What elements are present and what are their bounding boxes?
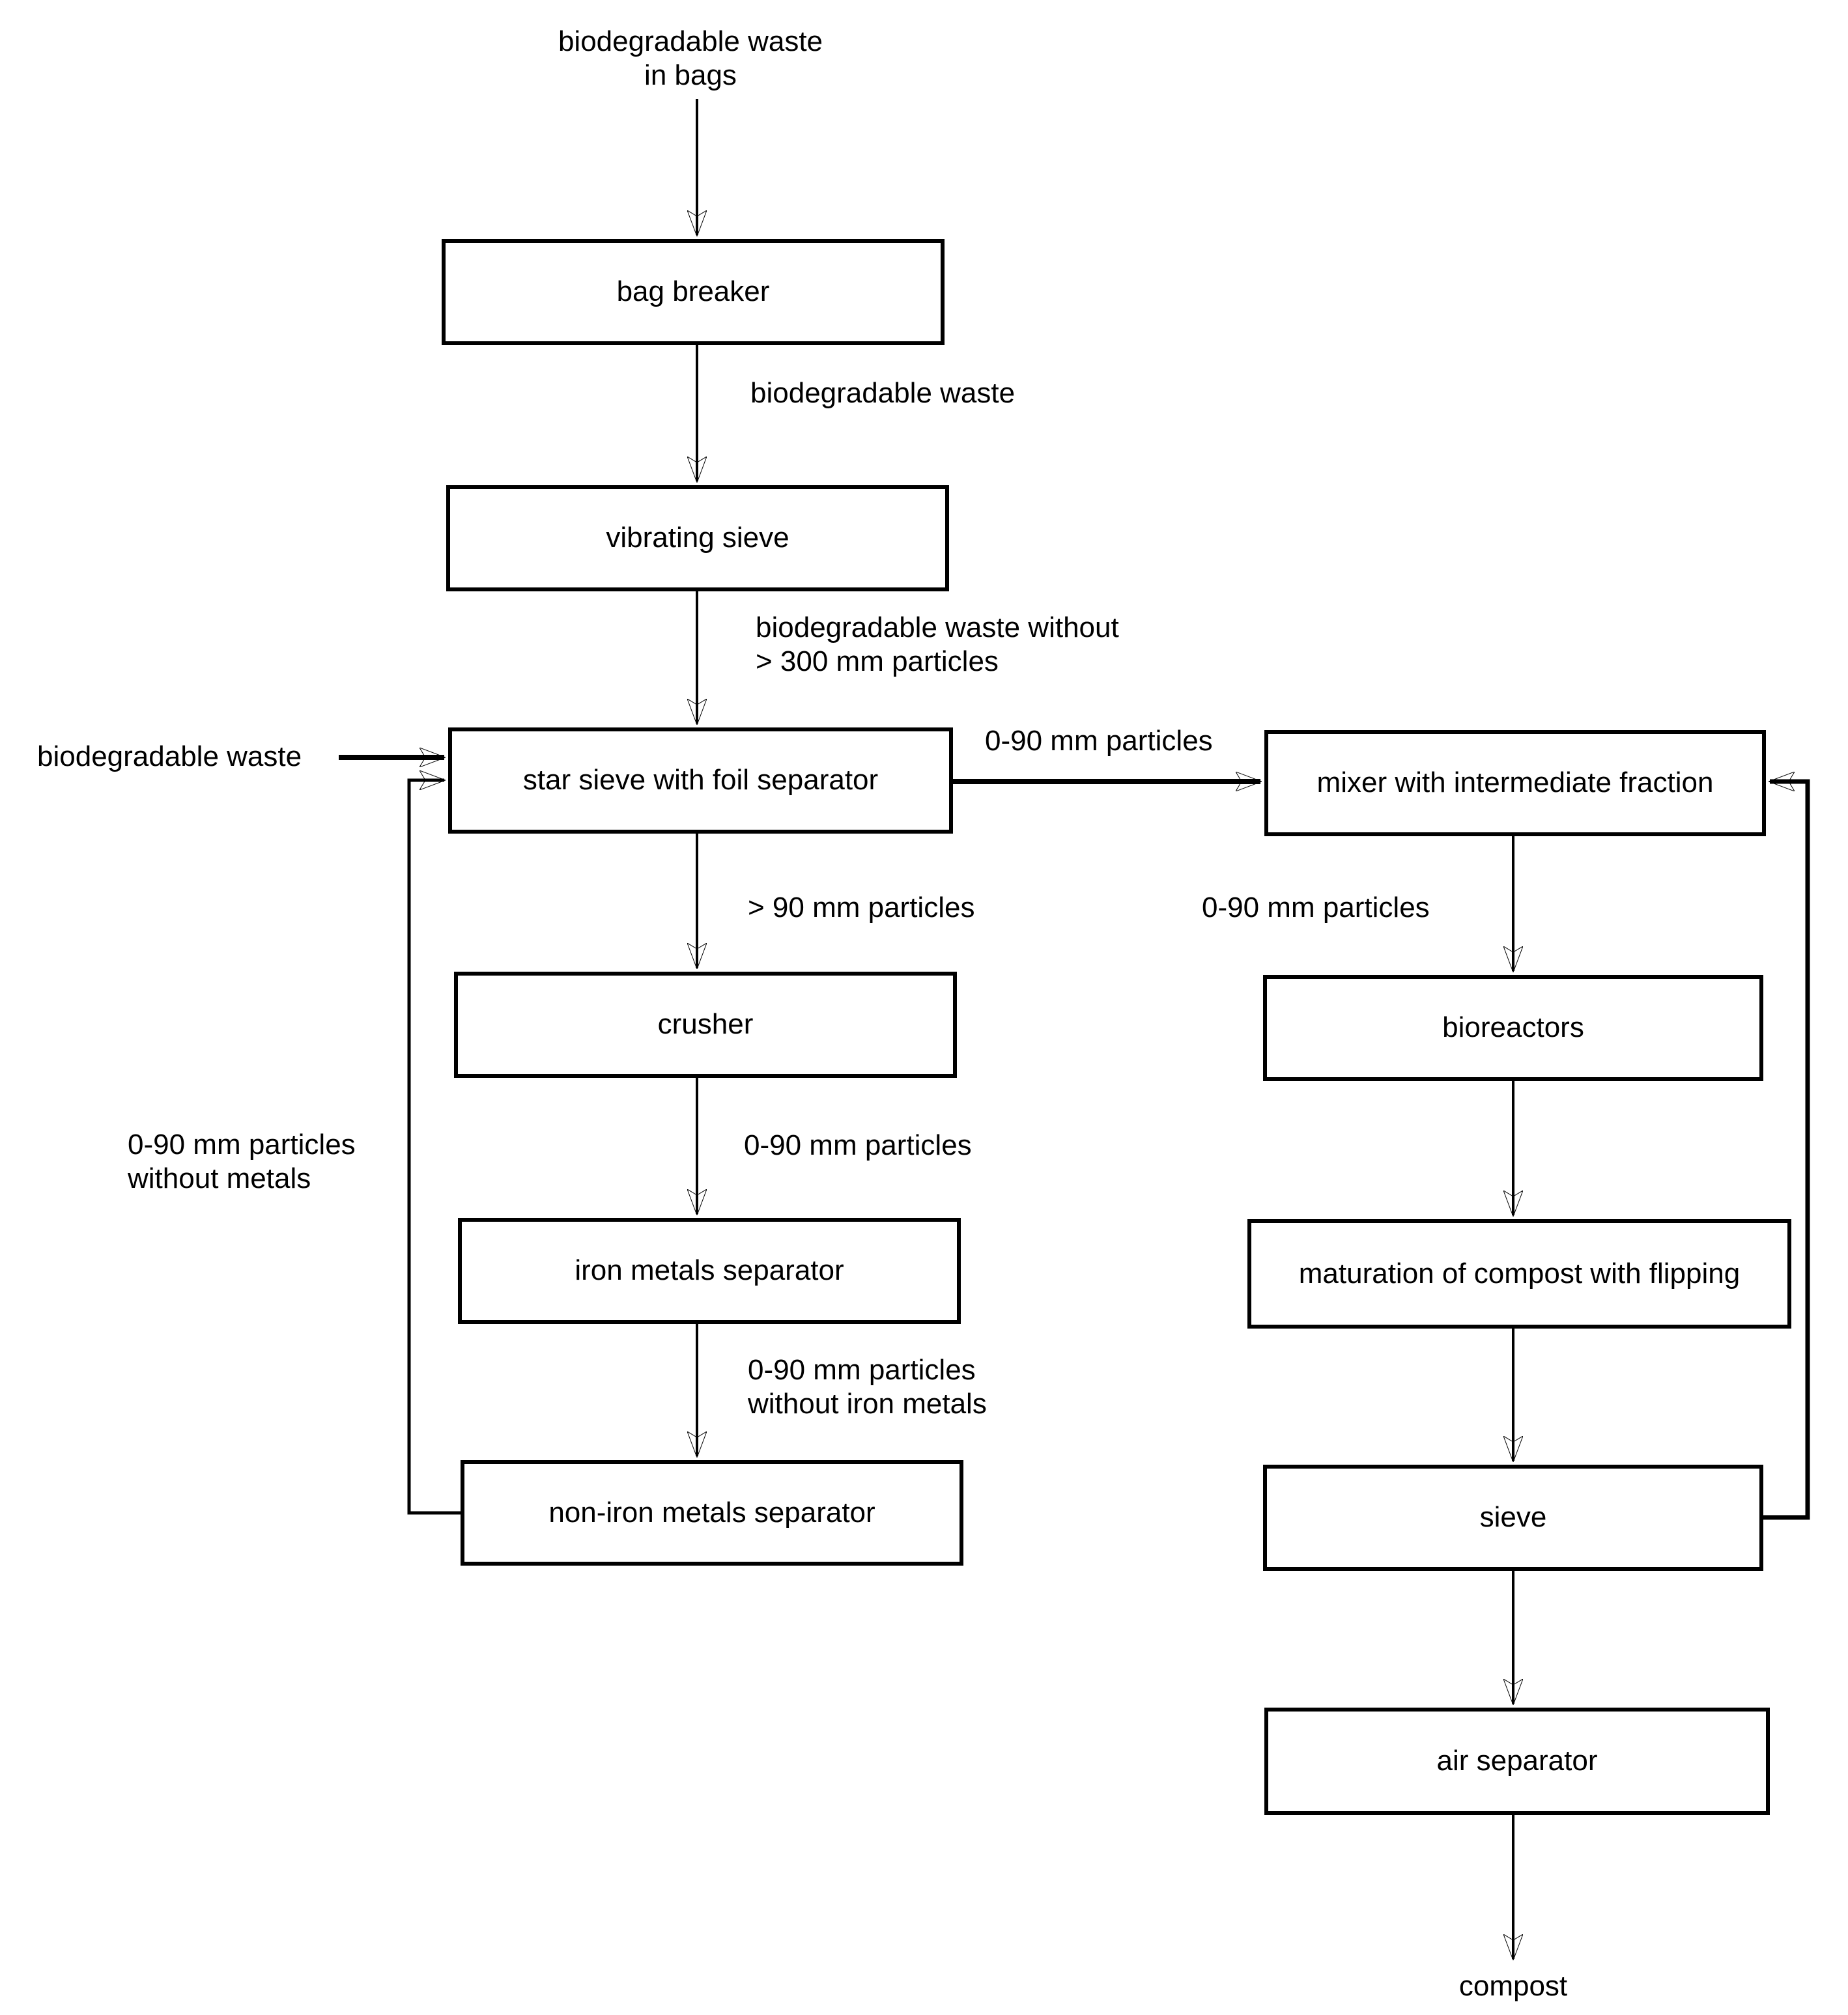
node-star-sieve: star sieve with foil separator <box>448 727 953 834</box>
label-output-compost: compost <box>1458 1970 1568 2002</box>
edge-label-gt-90mm: > 90 mm particles <box>748 892 975 923</box>
node-non-iron-metals-separator: non-iron metals separator <box>461 1460 963 1566</box>
edge-label-0-90mm-star-to-mixer: 0-90 mm particles <box>985 725 1213 757</box>
node-vibrating-sieve: vibrating sieve <box>446 485 949 591</box>
edge-label-0-90mm-crusher-to-iron: 0-90 mm particles <box>744 1129 972 1161</box>
node-iron-metals-separator: iron metals separator <box>458 1218 961 1324</box>
node-bioreactors: bioreactors <box>1263 975 1763 1081</box>
label-input-biodegradable-waste: biodegradable waste <box>37 740 302 772</box>
edge-label-without-300mm: biodegradable waste without > 300 mm par… <box>756 612 1119 677</box>
node-bag-breaker: bag breaker <box>442 239 945 345</box>
label-source-biodegradable-waste-in-bags: biodegradable waste in bags <box>558 25 823 91</box>
node-air-separator: air separator <box>1264 1708 1770 1815</box>
edge-label-0-90mm-without-metals: 0-90 mm particles without metals <box>128 1129 356 1194</box>
edge-label-biodegradable-waste: biodegradable waste <box>750 377 1016 409</box>
node-sieve: sieve <box>1263 1465 1763 1571</box>
node-crusher: crusher <box>454 972 957 1078</box>
node-maturation: maturation of compost with flipping <box>1247 1219 1791 1329</box>
edge-non-iron-separator-to-star-sieve-loop <box>407 780 461 1515</box>
edge-sieve-to-mixer-loop <box>1763 782 1810 1520</box>
edge-label-0-90mm-without-iron-metals: 0-90 mm particles without iron metals <box>748 1354 987 1420</box>
node-mixer: mixer with intermediate fraction <box>1264 730 1766 836</box>
edge-label-0-90mm-mixer-to-bioreactors: 0-90 mm particles <box>1202 892 1430 923</box>
